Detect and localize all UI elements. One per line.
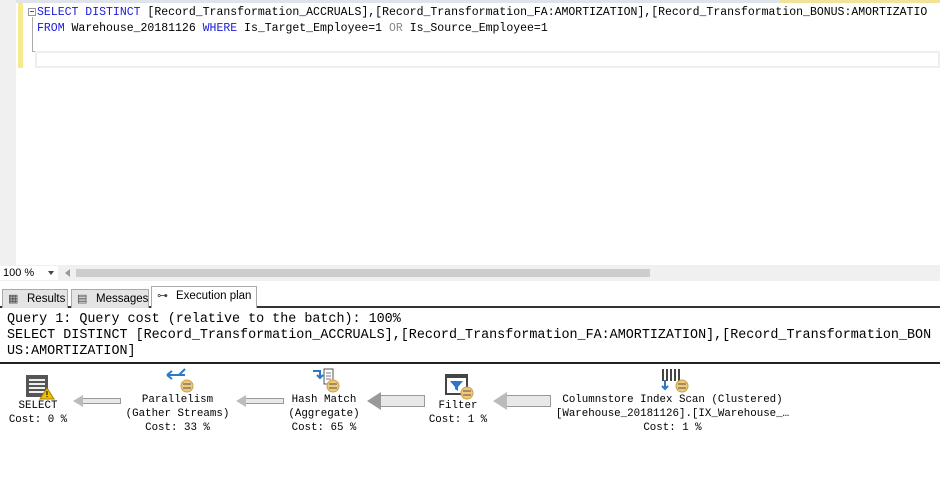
node-name: Filter xyxy=(438,400,478,412)
divider xyxy=(0,362,940,364)
current-line-highlight xyxy=(35,51,940,68)
tab-execution-plan[interactable]: ⊶ Execution plan xyxy=(151,286,257,308)
zoom-value: 100 % xyxy=(3,267,35,279)
code-text: Warehouse_20181126 xyxy=(64,22,203,35)
horizontal-scrollbar[interactable] xyxy=(76,269,650,277)
editor-top-strip xyxy=(0,0,940,3)
scroll-left-icon[interactable] xyxy=(65,269,70,277)
flow-arrow xyxy=(73,395,121,407)
plan-node-hash-match[interactable]: Hash Match (Aggregate) Cost: 65 % xyxy=(283,368,365,435)
parallelism-icon xyxy=(165,368,193,393)
flow-arrow xyxy=(236,395,284,407)
query-editor[interactable]: SELECT DISTINCT [Record_Transformation_A… xyxy=(0,0,940,265)
collapse-icon[interactable] xyxy=(28,8,36,16)
hash-match-icon xyxy=(311,368,340,393)
node-subtitle: [Warehouse_20181126].[IX_Warehouse_… xyxy=(555,408,790,420)
code-text: Is_Target_Employee=1 xyxy=(237,22,389,35)
node-cost: Cost: 1 % xyxy=(428,414,488,426)
tab-label: Execution plan xyxy=(176,290,252,302)
node-name: Columnstore Index Scan (Clustered) xyxy=(562,394,783,406)
query-text: SELECT DISTINCT [Record_Transformation_A… xyxy=(7,328,932,359)
flow-arrow xyxy=(493,392,551,410)
keyword: OR xyxy=(388,22,403,35)
parallel-badge-icon xyxy=(460,386,474,400)
plan-node-parallelism[interactable]: Parallelism (Gather Streams) Cost: 33 % xyxy=(120,368,235,435)
tab-label: Messages xyxy=(96,293,149,305)
code-line-1: SELECT DISTINCT [Record_Transformation_A… xyxy=(37,6,927,19)
keyword: WHERE xyxy=(202,22,238,35)
node-cost: Cost: 0 % xyxy=(8,414,68,426)
select-table-icon xyxy=(25,374,55,400)
columnstore-scan-icon xyxy=(660,368,688,393)
node-subtitle: (Aggregate) xyxy=(288,408,360,420)
node-name: SELECT xyxy=(18,400,58,412)
code-text: Is_Source_Employee=1 xyxy=(402,22,548,35)
code-line-2: FROM Warehouse_20181126 WHERE Is_Target_… xyxy=(37,22,548,35)
results-tabs: ▦ Results ▤ Messages ⊶ Execution plan xyxy=(0,286,940,308)
messages-icon: ▤ xyxy=(77,293,88,305)
node-cost: Cost: 33 % xyxy=(145,422,210,434)
grid-icon: ▦ xyxy=(8,293,19,305)
plan-node-columnstore-scan[interactable]: Columnstore Index Scan (Clustered) [Ware… xyxy=(550,368,795,435)
code-text: [Record_Transformation_ACCRUALS],[Record… xyxy=(140,6,928,19)
fold-line xyxy=(32,17,36,52)
node-name: Parallelism xyxy=(141,394,214,406)
change-marker xyxy=(18,3,23,68)
flow-arrow xyxy=(367,392,425,410)
node-name: Hash Match xyxy=(291,394,357,406)
query-cost-text: Query 1: Query cost (relative to the bat… xyxy=(7,312,401,327)
plan-node-filter[interactable]: Filter Cost: 1 % xyxy=(424,374,492,427)
zoom-bar: 100 % xyxy=(0,265,940,281)
tab-results[interactable]: ▦ Results xyxy=(2,289,68,308)
keyword: SELECT DISTINCT xyxy=(37,6,141,19)
plan-node-select[interactable]: SELECT Cost: 0 % xyxy=(8,374,68,427)
node-subtitle: (Gather Streams) xyxy=(125,408,230,420)
parallel-badge-icon xyxy=(326,379,340,393)
chevron-down-icon xyxy=(48,271,54,275)
editor-gutter xyxy=(0,0,16,265)
zoom-dropdown[interactable]: 100 % xyxy=(0,266,58,280)
parallel-badge-icon xyxy=(675,379,688,393)
tab-label: Results xyxy=(27,293,66,305)
node-cost: Cost: 1 % xyxy=(643,422,702,434)
node-cost: Cost: 65 % xyxy=(291,422,357,434)
filter-icon xyxy=(445,374,474,400)
tab-messages[interactable]: ▤ Messages xyxy=(71,289,149,308)
plan-icon: ⊶ xyxy=(157,290,168,302)
parallel-badge-icon xyxy=(180,379,193,393)
keyword: FROM xyxy=(37,22,65,35)
